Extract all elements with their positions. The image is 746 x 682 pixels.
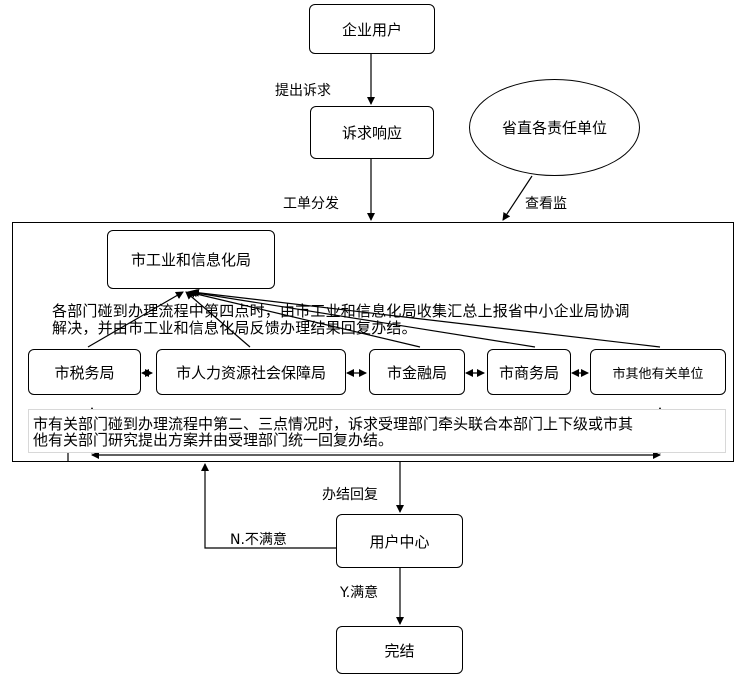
label-supervise: 查看监 bbox=[525, 196, 567, 212]
note-step4-line1: 各部门碰到办理流程中第四点时，由市工业和信息化局收集汇总上报省中小企业局协调 bbox=[52, 302, 630, 320]
arrow-unsatisfied-loop bbox=[201, 463, 336, 549]
node-appeal-response: 诉求响应 bbox=[310, 106, 434, 159]
node-other-units: 市其他有关单位 bbox=[590, 349, 726, 395]
node-user-center: 用户中心 bbox=[336, 514, 463, 568]
node-miit: 市工业和信息化局 bbox=[107, 230, 275, 289]
node-hr-bureau: 市人力资源社会保障局 bbox=[156, 349, 346, 395]
arrow-tax-to-miit bbox=[87, 291, 184, 348]
arrow-hr-to-miit bbox=[185, 291, 251, 348]
label-resolve-reply: 办结回复 bbox=[322, 487, 378, 503]
node-provincial-units: 省直各责任单位 bbox=[469, 79, 640, 176]
note-step23-line1: 市有关部门碰到办理流程中第二、三点情况时，诉求受理部门牵头联合本部门上下级或市其 bbox=[33, 415, 634, 433]
label-unsatisfied: N.不满意 bbox=[230, 532, 287, 548]
label-dispatch-order: 工单分发 bbox=[283, 196, 339, 212]
note-step23: 市有关部门碰到办理流程中第二、三点情况时，诉求受理部门牵头联合本部门上下级或市其… bbox=[28, 409, 726, 453]
node-finance-bureau: 市金融局 bbox=[369, 349, 465, 395]
arrow-finance-to-miit bbox=[187, 289, 421, 348]
label-satisfied: Y.满意 bbox=[340, 585, 379, 601]
node-completed: 完结 bbox=[336, 626, 463, 674]
departments-frame bbox=[12, 222, 734, 462]
node-tax-bureau: 市税务局 bbox=[28, 349, 141, 395]
label-submit-appeal: 提出诉求 bbox=[275, 83, 331, 99]
node-enterprise-user: 企业用户 bbox=[309, 4, 435, 54]
arrow-provincial-to-frame bbox=[502, 175, 533, 221]
arrow-other-to-miit bbox=[191, 288, 661, 348]
node-commerce-bureau: 市商务局 bbox=[487, 349, 571, 395]
arrow-commerce-to-miit bbox=[189, 289, 536, 348]
note-step4-line2: 解决，并由市工业和信息化局反馈办理结果回复办结。 bbox=[52, 319, 417, 337]
note-step23-line2: 他有关部门研究提出方案并由受理部门统一回复办结。 bbox=[33, 431, 394, 449]
note-step4: 各部门碰到办理流程中第四点时，由市工业和信息化局收集汇总上报省中小企业局协调 解… bbox=[52, 303, 722, 337]
